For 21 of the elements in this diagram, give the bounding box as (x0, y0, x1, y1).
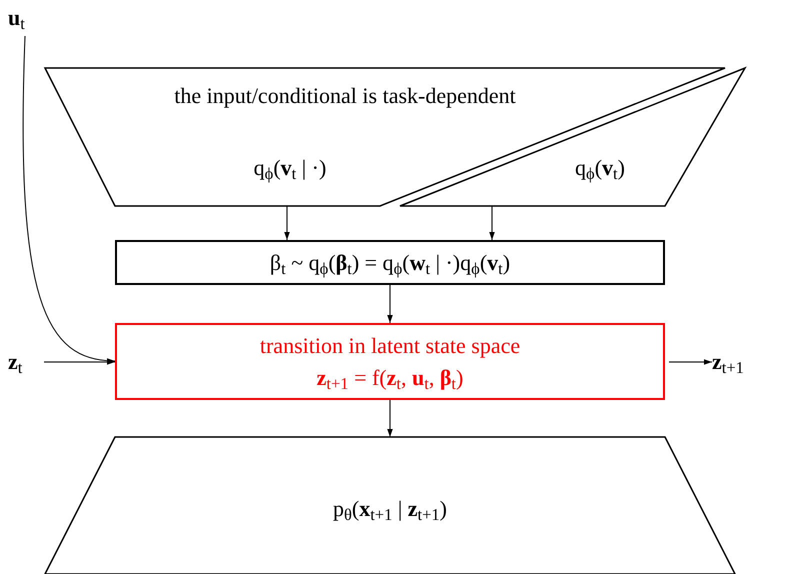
formula-text: q$_{ϕ}$(v$_{t}$) (574, 154, 626, 182)
arrow (489, 206, 495, 240)
formula-text: β$_{t}$ ~ q$_{ϕ}$(β$_{t}$) = q$_{ϕ}$(w$_{t}$ | ·)q$_{ϕ}$(v$_{t}$) (270, 248, 510, 278)
variable-label: z$_{t+1}$ (712, 346, 792, 378)
arrow (668, 359, 712, 365)
transition-box (115, 323, 665, 400)
variable-label: z$_{t}$ (8, 346, 40, 378)
process-box (115, 240, 665, 285)
arrow (284, 206, 290, 240)
formula-text: q$_{ϕ}$(v$_{t}$ | ·) (252, 154, 328, 182)
formula-text: z$_{t+1}$ = f(z$_{t}$, u$_{t}$, β$_{t}$) (316, 364, 464, 394)
shape-heading: the input/conditional is task-dependent (173, 82, 517, 110)
formula-text: p$_{θ}$(x$_{t+1}$ | z$_{t+1}$) (332, 495, 448, 523)
box-title: transition in latent state space (260, 332, 520, 360)
decoder-trapezoid (45, 437, 735, 574)
arrow (387, 284, 393, 324)
arrow (22, 36, 116, 364)
encoder-shape (45, 68, 725, 206)
variable-label: u$_{t}$ (8, 2, 42, 34)
arrow (44, 359, 116, 365)
arrow (387, 400, 393, 438)
